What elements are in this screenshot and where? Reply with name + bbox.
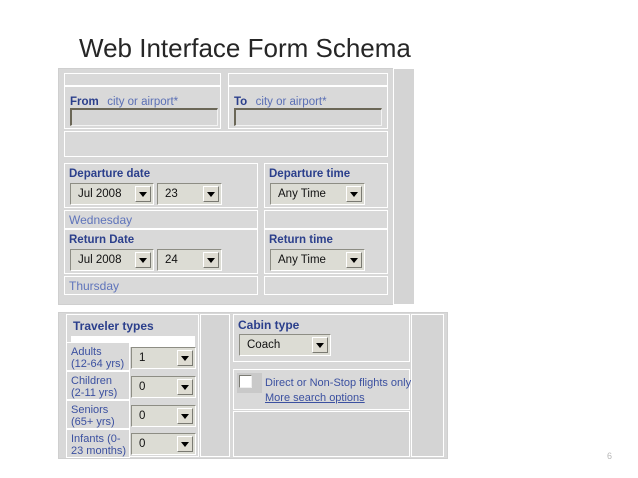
return-time-select[interactable]: Any Time [270, 249, 365, 271]
departure-month-select[interactable]: Jul 2008 [70, 183, 154, 205]
traveler-count-seniors-select[interactable]: 0 [131, 405, 196, 427]
departure-date-group: Departure date Jul 2008 23 [64, 163, 258, 208]
return-day-value: 24 [165, 254, 178, 266]
destination-hint: city or airport* [255, 96, 327, 108]
direct-only-checkbox[interactable] [239, 375, 252, 388]
origin-field-group: From city or airport* [64, 86, 221, 129]
chevron-down-icon[interactable] [135, 252, 151, 268]
departure-day-value: 23 [165, 188, 178, 200]
departure-day-select[interactable]: 23 [157, 183, 222, 205]
chevron-down-icon[interactable] [346, 186, 362, 202]
destination-label: To [234, 96, 248, 108]
chevron-down-icon[interactable] [135, 186, 151, 202]
departure-time-group: Departure time Any Time [264, 163, 388, 208]
direct-only-checkbox-cell [237, 373, 262, 393]
lower-panel-filler-right [411, 314, 444, 457]
traveler-label-adults: Adults (12-64 yrs) [71, 346, 125, 370]
page-number: 6 [606, 451, 612, 461]
traveler-count-adults-select[interactable]: 1 [131, 347, 196, 369]
return-month-value: Jul 2008 [78, 254, 122, 266]
traveler-row-seniors: Seniors (65+ yrs) [66, 400, 130, 429]
return-day-select[interactable]: 24 [157, 249, 222, 271]
upper-panel-filler-column [393, 68, 415, 305]
traveler-count-children-value: 0 [139, 381, 146, 393]
chevron-down-icon[interactable] [177, 408, 193, 424]
destination-field-group: To city or airport* [228, 86, 388, 129]
departure-time-select[interactable]: Any Time [270, 183, 365, 205]
chevron-down-icon[interactable] [203, 186, 219, 202]
traveler-count-seniors-value: 0 [139, 410, 146, 422]
departure-weekday-row: Wednesday [64, 210, 258, 229]
destination-input[interactable] [234, 108, 382, 126]
return-weekday: Thursday [69, 279, 120, 293]
traveler-count-children-select[interactable]: 0 [131, 376, 196, 398]
cabin-type-group: Cabin type Coach [233, 314, 410, 362]
departure-weekday-spacer [264, 210, 388, 229]
origin-hint: city or airport* [107, 96, 179, 108]
traveler-label-infants: Infants (0- 23 months) [71, 433, 127, 457]
chevron-down-icon[interactable] [177, 350, 193, 366]
return-weekday-spacer [264, 276, 388, 295]
traveler-count-adults-value: 1 [139, 352, 146, 364]
upper-panel-spacer-band [64, 131, 388, 157]
chevron-down-icon[interactable] [177, 436, 193, 452]
origin-input[interactable] [70, 108, 218, 126]
departure-weekday: Wednesday [69, 213, 133, 227]
return-time-label: Return time [269, 234, 333, 246]
traveler-heading-underline [71, 336, 195, 347]
return-weekday-row: Thursday [64, 276, 258, 295]
traveler-row-adults: Adults (12-64 yrs) [66, 342, 130, 371]
traveler-types-heading: Traveler types [73, 319, 154, 333]
origin-label: From [70, 96, 99, 108]
return-date-label: Return Date [69, 234, 135, 246]
return-date-group: Return Date Jul 2008 24 [64, 229, 258, 274]
cabin-type-select[interactable]: Coach [239, 334, 331, 356]
traveler-label-children: Children (2-11 yrs) [71, 375, 118, 399]
departure-date-label: Departure date [69, 168, 151, 180]
departure-time-label: Departure time [269, 168, 351, 180]
traveler-label-seniors: Seniors (65+ yrs) [71, 404, 115, 428]
origin-top-spacer [64, 73, 221, 86]
traveler-row-infants: Infants (0- 23 months) [66, 429, 130, 458]
return-month-select[interactable]: Jul 2008 [70, 249, 154, 271]
traveler-count-infants-value: 0 [139, 438, 146, 450]
search-options-group: Direct or Non-Stop flights only More sea… [233, 369, 412, 410]
return-time-group: Return time Any Time [264, 229, 388, 274]
page-title: Web Interface Form Schema [79, 33, 411, 63]
chevron-down-icon[interactable] [177, 379, 193, 395]
traveler-row-children: Children (2-11 yrs) [66, 371, 130, 400]
direct-only-label: Direct or Non-Stop flights only [265, 377, 412, 389]
departure-month-value: Jul 2008 [78, 188, 122, 200]
cabin-type-heading: Cabin type [238, 318, 300, 332]
chevron-down-icon[interactable] [346, 252, 362, 268]
lower-panel-filler-left [200, 314, 230, 457]
departure-time-value: Any Time [278, 188, 326, 200]
chevron-down-icon[interactable] [203, 252, 219, 268]
options-bottom-filler [233, 411, 410, 457]
return-time-value: Any Time [278, 254, 326, 266]
destination-top-spacer [228, 73, 388, 86]
chevron-down-icon[interactable] [312, 337, 328, 353]
more-search-options-link[interactable]: More search options [265, 392, 365, 404]
cabin-type-value: Coach [247, 339, 281, 351]
traveler-count-infants-select[interactable]: 0 [131, 433, 196, 455]
